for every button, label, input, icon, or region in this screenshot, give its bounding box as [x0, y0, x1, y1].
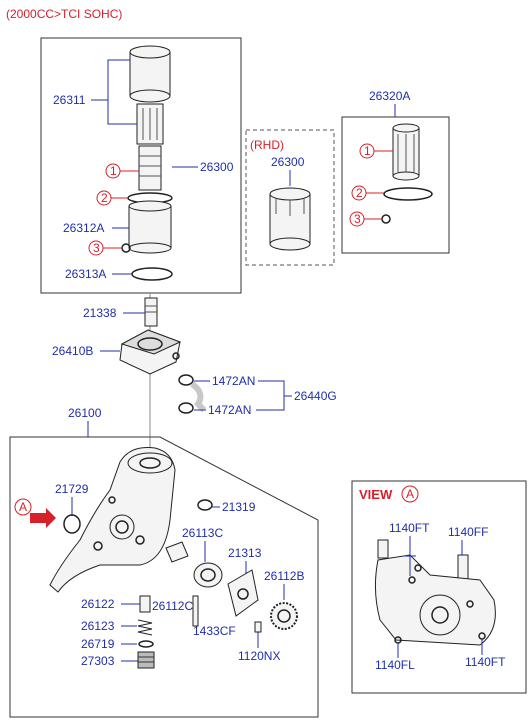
part-label-26320a: 26320A — [369, 89, 410, 103]
rhd-filter-box — [245, 129, 335, 266]
drive-gear — [270, 602, 298, 630]
part-label-26123: 26123 — [81, 619, 115, 633]
front-seal — [63, 514, 81, 534]
part-label-26440g: 26440G — [294, 389, 337, 403]
view-a-marker-text: A — [19, 500, 27, 514]
oil-filter-group-box — [40, 37, 242, 294]
part-label-27303: 27303 — [81, 654, 115, 668]
view-label-1140ff: 1140FF — [448, 525, 488, 539]
view-direction-arrow — [30, 508, 56, 528]
part-label-1472an-top: 1472AN — [212, 374, 255, 388]
part-label-26410b: 26410B — [52, 344, 93, 358]
part-label-26719: 26719 — [81, 637, 115, 651]
part-label-26311: 26311 — [53, 93, 86, 107]
callout-1-text: 1 — [110, 164, 117, 178]
rhd-label: (RHD) — [250, 138, 284, 152]
leader-26311-b — [107, 100, 137, 125]
engine-spec-label: (2000CC>TCI SOHC) — [6, 7, 122, 21]
view-label-1140ft-bottom: 1140FT — [465, 655, 506, 669]
part-label-26300-rhd: 26300 — [271, 155, 305, 169]
relief-spring — [137, 619, 153, 636]
oil-pump-group-box — [9, 436, 319, 718]
pin-1433cf — [192, 595, 199, 627]
part-label-26300: 26300 — [200, 160, 234, 174]
part-label-26113c: 26113C — [182, 526, 223, 540]
part-label-21338: 21338 — [83, 306, 117, 320]
part-label-1433cf: 1433CF — [193, 624, 236, 638]
callout-2-kit-text: 2 — [356, 186, 363, 200]
part-label-26112c: 26112C — [152, 599, 193, 613]
part-label-21313: 21313 — [228, 546, 262, 560]
oil-filter-fitting — [144, 297, 158, 327]
inner-rotor — [165, 541, 189, 563]
bolt-1120nx — [254, 621, 262, 633]
outer-rotor — [193, 562, 223, 588]
callout-1-kit-text: 1 — [364, 144, 371, 158]
part-label-26122: 26122 — [81, 597, 115, 611]
oil-pump-housing — [49, 447, 176, 593]
rhd-oil-filter — [269, 187, 311, 251]
pump-installed-view — [374, 539, 496, 646]
callout-3-text: 3 — [93, 241, 100, 255]
part-label-26112b: 26112B — [264, 569, 304, 583]
oil-filter-element — [121, 45, 173, 281]
o-ring-21319 — [197, 499, 213, 511]
view-a-marker — [14, 498, 32, 516]
relief-plunger — [139, 595, 151, 613]
part-label-1472an-bottom: 1472AN — [208, 403, 251, 417]
part-label-21319: 21319 — [222, 500, 256, 514]
view-label-1140ft-top: 1140FT — [389, 521, 430, 535]
bracket-26440g — [256, 380, 285, 411]
filter-kit-box — [341, 116, 450, 254]
part-label-26100: 26100 — [68, 406, 102, 420]
washer-26719 — [138, 640, 154, 648]
view-title-marker — [401, 485, 419, 503]
oil-cooler-block — [119, 329, 182, 375]
view-title-marker-text: A — [406, 487, 414, 501]
callout-3-kit-text: 3 — [354, 212, 361, 226]
view-label-1140fl: 1140FL — [375, 658, 415, 672]
callout-2-text: 2 — [101, 191, 108, 205]
cartridge-filter-element — [381, 123, 433, 224]
part-label-26312a: 26312A — [63, 221, 104, 235]
part-label-1120nx: 1120NX — [238, 649, 280, 663]
leader-26311 — [91, 59, 130, 101]
pump-cover — [227, 569, 259, 617]
part-label-26313a: 26313A — [65, 267, 106, 281]
part-label-21729: 21729 — [55, 482, 89, 496]
view-a-panel — [351, 480, 527, 694]
oil-cooler-hose — [178, 374, 207, 414]
view-title: VIEW — [359, 487, 393, 502]
plug-27303 — [137, 651, 155, 669]
